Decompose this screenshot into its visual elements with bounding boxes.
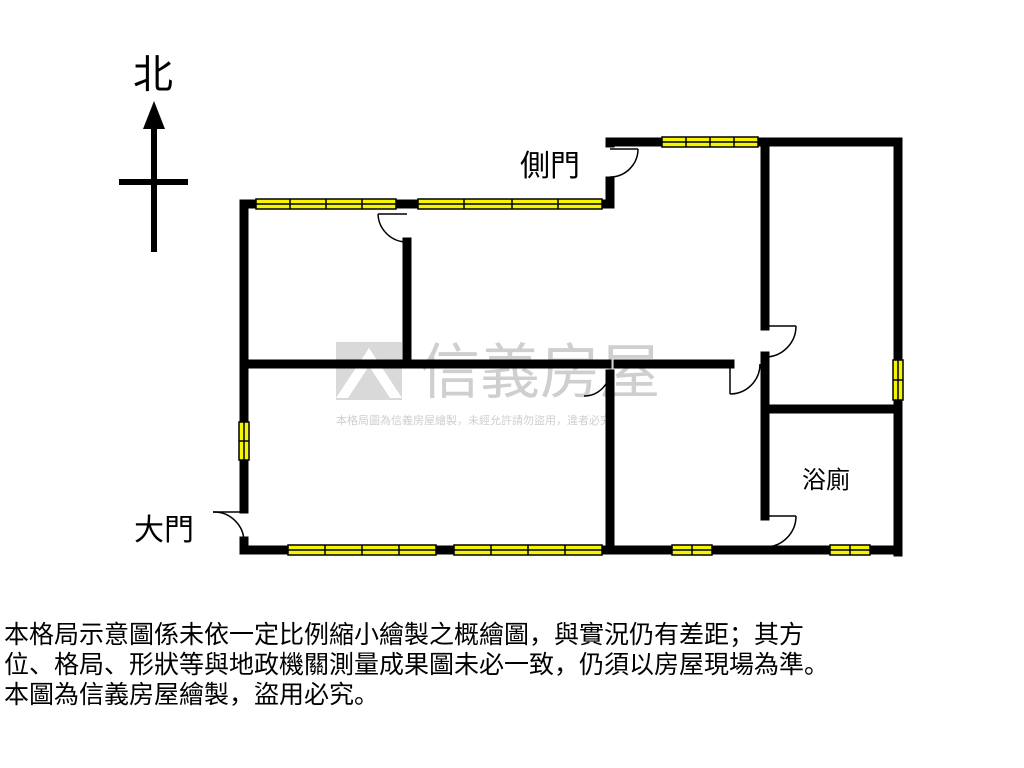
watermark-notice: 本格局圖為信義房屋繪製，未經允許請勿盜用，違者必究 — [336, 413, 611, 427]
window-bottom-4 — [829, 544, 871, 556]
window-bottom-1 — [287, 544, 437, 556]
window-top-1 — [255, 198, 397, 210]
windows — [238, 136, 904, 556]
watermark: 信義房屋 本格局圖為信義房屋繪製，未經允許請勿盜用，違者必究 — [336, 338, 660, 427]
window-top-2 — [417, 198, 603, 210]
window-left — [238, 421, 250, 461]
disclaimer-line-2: 位、格局、形狀等與地政機關測量成果圖未必一致，仍須以房屋現場為準。 — [4, 650, 830, 679]
side-door-swing-icon — [609, 148, 639, 178]
disclaimer-line-1: 本格局示意圖係未依一定比例縮小繪製之概繪圖，與實況仍有差距；其方 — [4, 620, 805, 649]
doors — [212, 148, 797, 548]
bathroom-door-swing-icon — [764, 515, 797, 548]
main-door-swing-icon — [212, 511, 245, 543]
hall-door-swing-icon — [729, 363, 761, 395]
right-room-door-swing-icon — [764, 325, 797, 358]
watermark-logo-icon — [336, 342, 402, 400]
north-compass-icon — [119, 101, 188, 252]
window-right — [892, 359, 904, 401]
disclaimer-line-3: 本圖為信義房屋繪製，盜用必究。 — [4, 680, 380, 709]
side-door-label: 側門 — [520, 149, 580, 184]
window-top-3 — [661, 136, 759, 148]
watermark-brand: 信義房屋 — [420, 338, 660, 408]
disclaimer: 本格局示意圖係未依一定比例縮小繪製之概繪圖，與實況仍有差距；其方 位、格局、形狀… — [4, 620, 1020, 710]
kitchen-door-swing-icon — [583, 369, 611, 397]
north-label: 北 — [133, 52, 173, 98]
small-room-door-swing-icon — [377, 213, 408, 243]
main-door-label: 大門 — [134, 513, 194, 548]
bathroom-label: 浴廁 — [802, 466, 850, 494]
window-bottom-2 — [453, 544, 603, 556]
window-bottom-3 — [671, 544, 713, 556]
floor-plan: 信義房屋 本格局圖為信義房屋繪製，未經允許請勿盜用，違者必究 北 — [119, 52, 904, 557]
